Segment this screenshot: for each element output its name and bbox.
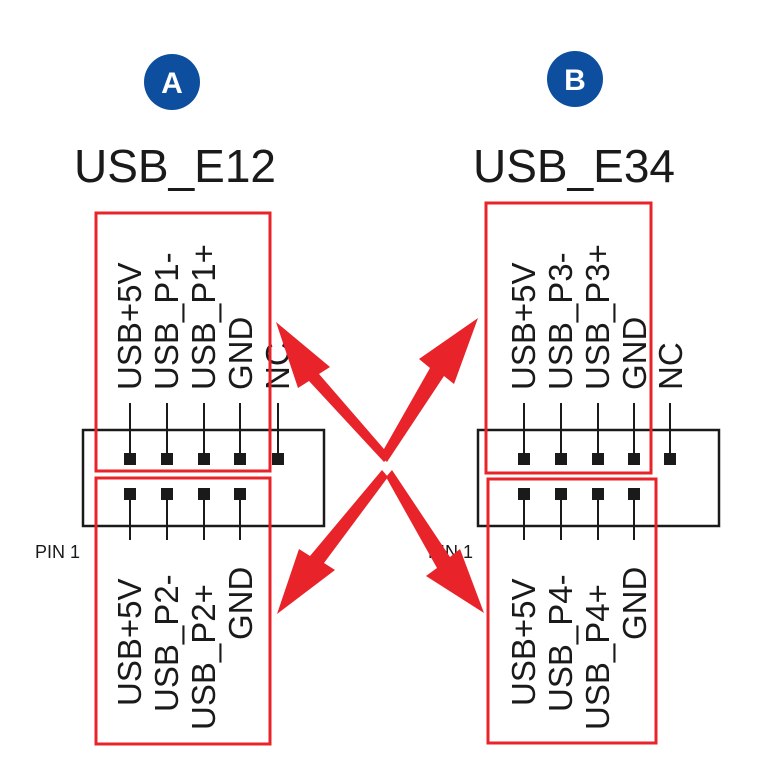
highlight-top-b <box>484 201 653 475</box>
pin <box>628 453 640 465</box>
top-labels-a: USB+5V USB_P1- USB_P1+ GND NC <box>111 244 296 390</box>
top-labels-b: USB+5V USB_P3- USB_P3+ GND NC <box>505 244 689 390</box>
header-b: B USB_E34 <box>428 51 721 745</box>
pin <box>161 488 173 500</box>
pin <box>518 453 530 465</box>
pin-label: GND <box>616 567 653 640</box>
pin <box>272 453 284 465</box>
pin-label: NC <box>652 342 689 390</box>
pin-label: USB+5V <box>111 579 148 707</box>
pin-label: GND <box>616 317 653 390</box>
top-pins-a <box>124 453 284 465</box>
arrow-to-top-a <box>276 322 390 462</box>
bottom-pins-b <box>518 488 640 500</box>
pin-label: USB_P2- <box>148 574 185 712</box>
header-a: A USB_E12 <box>35 54 326 746</box>
pin-label: USB_P2+ <box>185 584 222 730</box>
pin-label: USB+5V <box>505 579 542 707</box>
title-a: USB_E12 <box>74 140 276 192</box>
top-pins-b <box>518 453 676 465</box>
pin <box>234 488 246 500</box>
bottom-labels-b: USB+5V USB_P4- USB_P4+ GND <box>505 567 653 730</box>
badge-a <box>144 54 200 110</box>
pin <box>518 488 530 500</box>
pin <box>592 453 604 465</box>
pin-label: USB+5V <box>505 263 542 391</box>
pin-label: USB_P1+ <box>185 244 222 390</box>
pin <box>664 453 676 465</box>
title-b: USB_E34 <box>473 140 675 192</box>
bottom-labels-a: USB+5V USB_P2- USB_P2+ GND <box>111 567 259 730</box>
pin <box>124 488 136 500</box>
pin <box>234 453 246 465</box>
pin-label: USB_P4+ <box>579 584 616 730</box>
arrow-to-bottom-a <box>277 470 388 614</box>
arrow-to-bottom-b <box>386 470 484 613</box>
pin <box>198 488 210 500</box>
pin <box>161 453 173 465</box>
pin <box>124 453 136 465</box>
pin-label: USB_P3- <box>542 252 579 390</box>
pin <box>592 488 604 500</box>
pin1-label-a: PIN 1 <box>35 542 80 562</box>
pin-label: USB+5V <box>111 263 148 391</box>
badge-b-letter: B <box>564 64 586 97</box>
pin-label: GND <box>222 567 259 640</box>
pin-label: GND <box>222 317 259 390</box>
top-pin-leads-a <box>129 403 279 455</box>
badge-a-letter: A <box>161 67 183 100</box>
pin-label: USB_P3+ <box>579 244 616 390</box>
bottom-pins-a <box>124 488 246 500</box>
highlight-top-a <box>94 211 272 473</box>
highlight-bottom-b <box>486 477 658 745</box>
pin-label: USB_P4- <box>542 574 579 712</box>
pin <box>555 453 567 465</box>
highlight-bottom-a <box>94 476 272 746</box>
badge-b <box>547 51 603 107</box>
pin-label: USB_P1- <box>148 252 185 390</box>
arrow-to-top-b <box>380 318 478 462</box>
pin <box>198 453 210 465</box>
arrows <box>276 318 484 614</box>
pin <box>555 488 567 500</box>
pin <box>628 488 640 500</box>
top-pin-leads-b <box>523 403 671 455</box>
